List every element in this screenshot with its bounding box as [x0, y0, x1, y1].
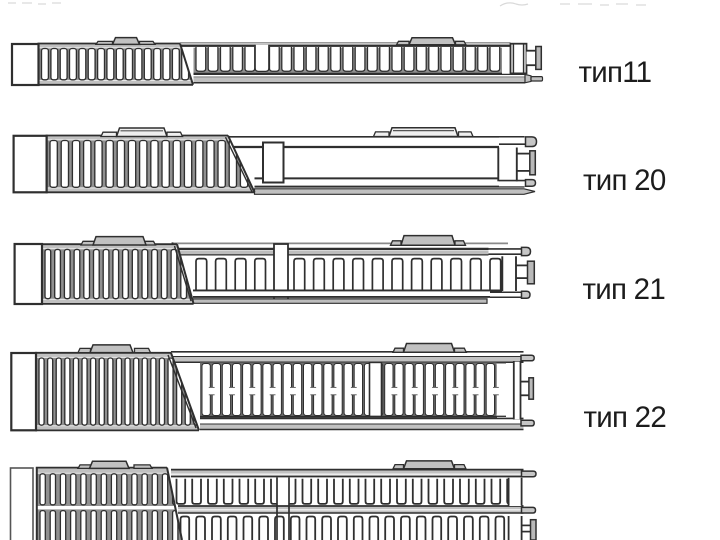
- svg-text:тип 22: тип 22: [584, 401, 666, 434]
- svg-text:тип 21: тип 21: [583, 273, 665, 306]
- svg-text:тип11: тип11: [579, 56, 652, 89]
- svg-text:тип 20: тип 20: [583, 164, 666, 197]
